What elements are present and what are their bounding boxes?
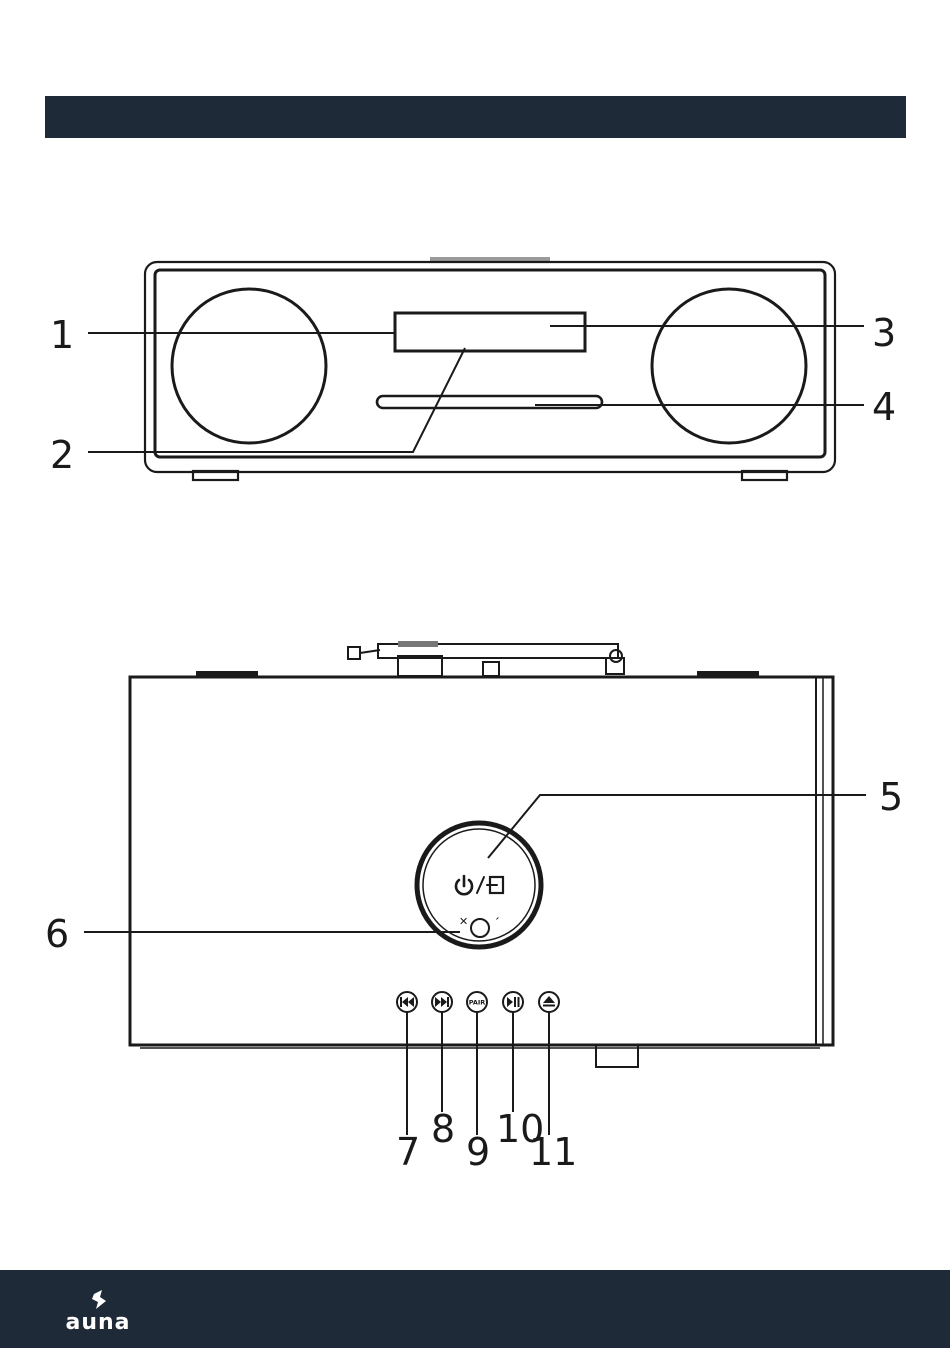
mute-icon: ✕ (459, 915, 468, 928)
pair-button[interactable]: PAIR (467, 992, 487, 1012)
control-knob-outer (417, 823, 541, 947)
callout-3: 3 (872, 311, 896, 355)
eject-icon (543, 996, 555, 1007)
callout-7: 7 (396, 1130, 420, 1174)
callout-1: 1 (50, 313, 74, 357)
play-pause-icon (507, 997, 520, 1007)
callout-11: 11 (529, 1130, 577, 1174)
front-cabinet (145, 262, 835, 472)
pair-label: PAIR (469, 999, 486, 1007)
callout-5: 5 (879, 775, 903, 819)
top-cabinet (130, 677, 833, 1045)
play-pause-button[interactable] (503, 992, 523, 1012)
front-view (88, 257, 864, 480)
rear-connector-2 (483, 662, 499, 676)
device-diagram: 1 2 3 4 (0, 0, 950, 1270)
button-row: PAIR (397, 992, 559, 1012)
callout-6: 6 (45, 912, 69, 956)
callout-9: 9 (466, 1130, 490, 1174)
next-icon (435, 997, 449, 1007)
next-track-button[interactable] (432, 992, 452, 1012)
right-speaker (652, 289, 806, 443)
left-speaker (172, 289, 326, 443)
control-knob-inner (423, 829, 535, 941)
leader-line-5 (488, 795, 866, 858)
callout-4: 4 (872, 385, 896, 429)
antenna-tip (348, 647, 360, 659)
previous-icon (400, 997, 414, 1007)
callout-8: 8 (431, 1107, 455, 1151)
display-window (395, 313, 585, 351)
previous-track-button[interactable] (397, 992, 417, 1012)
volume-mark-icon: ´ (494, 916, 500, 929)
eject-button[interactable] (539, 992, 559, 1012)
cd-slot (377, 396, 602, 408)
callout-2: 2 (50, 433, 74, 477)
brand-logo: auna (50, 1288, 146, 1334)
brand-name: auna (50, 1310, 146, 1335)
top-view (84, 641, 866, 1135)
ir-sensor (471, 919, 489, 937)
page-footer: auna (0, 1270, 950, 1348)
brand-mark-icon (50, 1288, 146, 1312)
power-source-icon (456, 876, 503, 894)
front-panel (155, 270, 825, 457)
